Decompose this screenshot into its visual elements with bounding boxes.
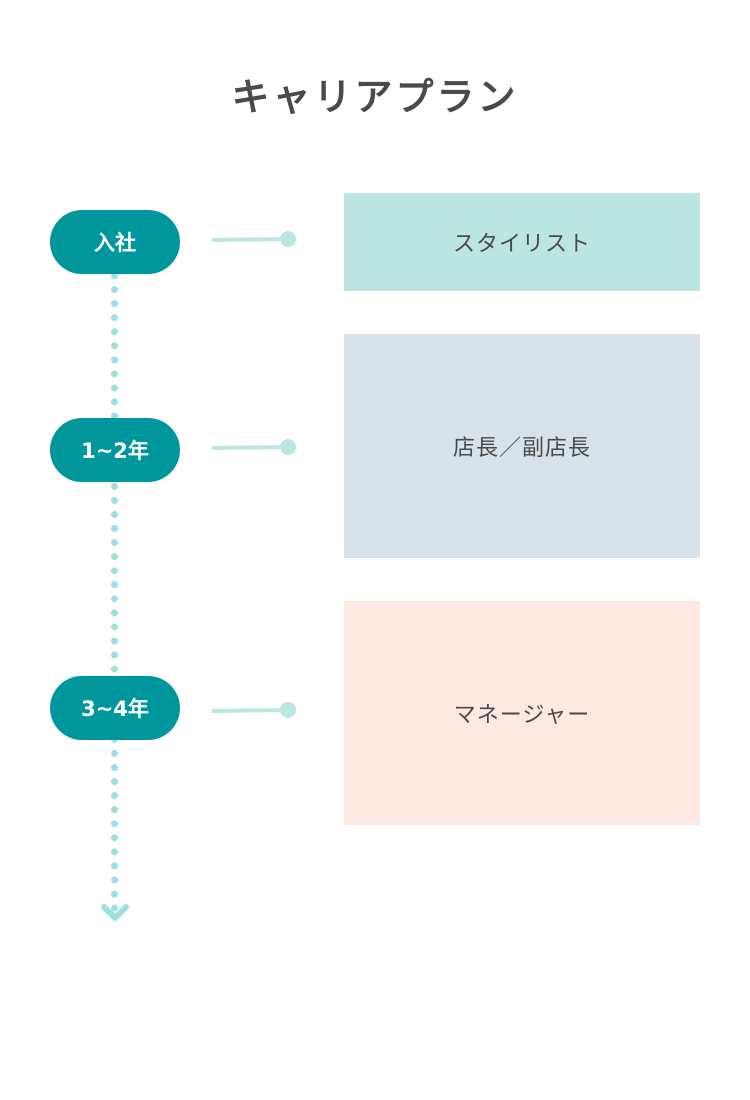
page-title: キャリアプラン	[231, 75, 519, 119]
role-card-1-label: スタイリスト	[452, 232, 591, 257]
timeline-line	[111, 272, 118, 912]
role-card-store-manager: 店長／副店長	[344, 334, 700, 558]
timeline-step-3-pill: 3~4年	[50, 676, 180, 740]
connector-3	[212, 702, 296, 718]
timeline-step-1-label: 入社	[94, 231, 136, 255]
role-card-stylist: スタイリスト	[344, 193, 700, 291]
connector-1	[212, 231, 296, 247]
role-card-3-label: マネージャー	[453, 703, 591, 728]
role-card-2-label: 店長／副店長	[452, 436, 591, 461]
timeline-step-2-label: 1~2年	[81, 439, 149, 463]
timeline-step-1-pill: 入社	[50, 210, 180, 274]
role-card-manager: マネージャー	[344, 601, 700, 825]
connector-2	[212, 439, 296, 455]
timeline-step-2-pill: 1~2年	[50, 418, 180, 482]
timeline-step-3-label: 3~4年	[81, 697, 149, 721]
arrow-down-icon	[101, 904, 129, 921]
